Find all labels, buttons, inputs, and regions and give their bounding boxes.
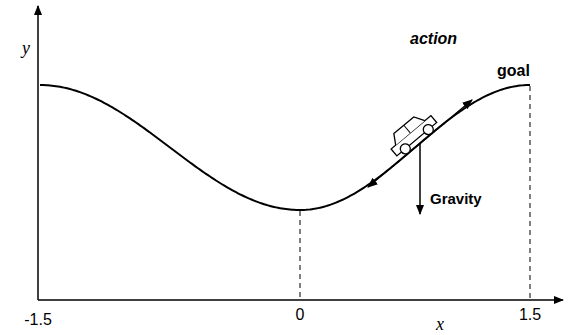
dashed-guide xyxy=(300,211,301,300)
gravity-arrow xyxy=(419,143,421,214)
car-cabin xyxy=(389,113,425,145)
x-axis xyxy=(38,299,563,301)
annotation-label: goal xyxy=(497,62,530,80)
car-wheel xyxy=(421,122,435,136)
annotation-label: action xyxy=(410,30,457,48)
action-arrow xyxy=(368,100,472,187)
y-axis xyxy=(37,6,39,300)
hill-curve xyxy=(40,85,530,210)
tick-label: 0 xyxy=(296,306,305,324)
annotation-label: Gravity xyxy=(430,190,482,207)
car-pillar xyxy=(404,125,410,133)
tick-label: -1.5 xyxy=(24,311,52,329)
car-wheel xyxy=(398,142,412,156)
axis-label: x xyxy=(436,314,444,335)
dashed-guide xyxy=(530,86,531,300)
car-symbol xyxy=(385,108,440,160)
axis-label: y xyxy=(22,38,30,59)
tick-label: 1.5 xyxy=(519,306,541,324)
